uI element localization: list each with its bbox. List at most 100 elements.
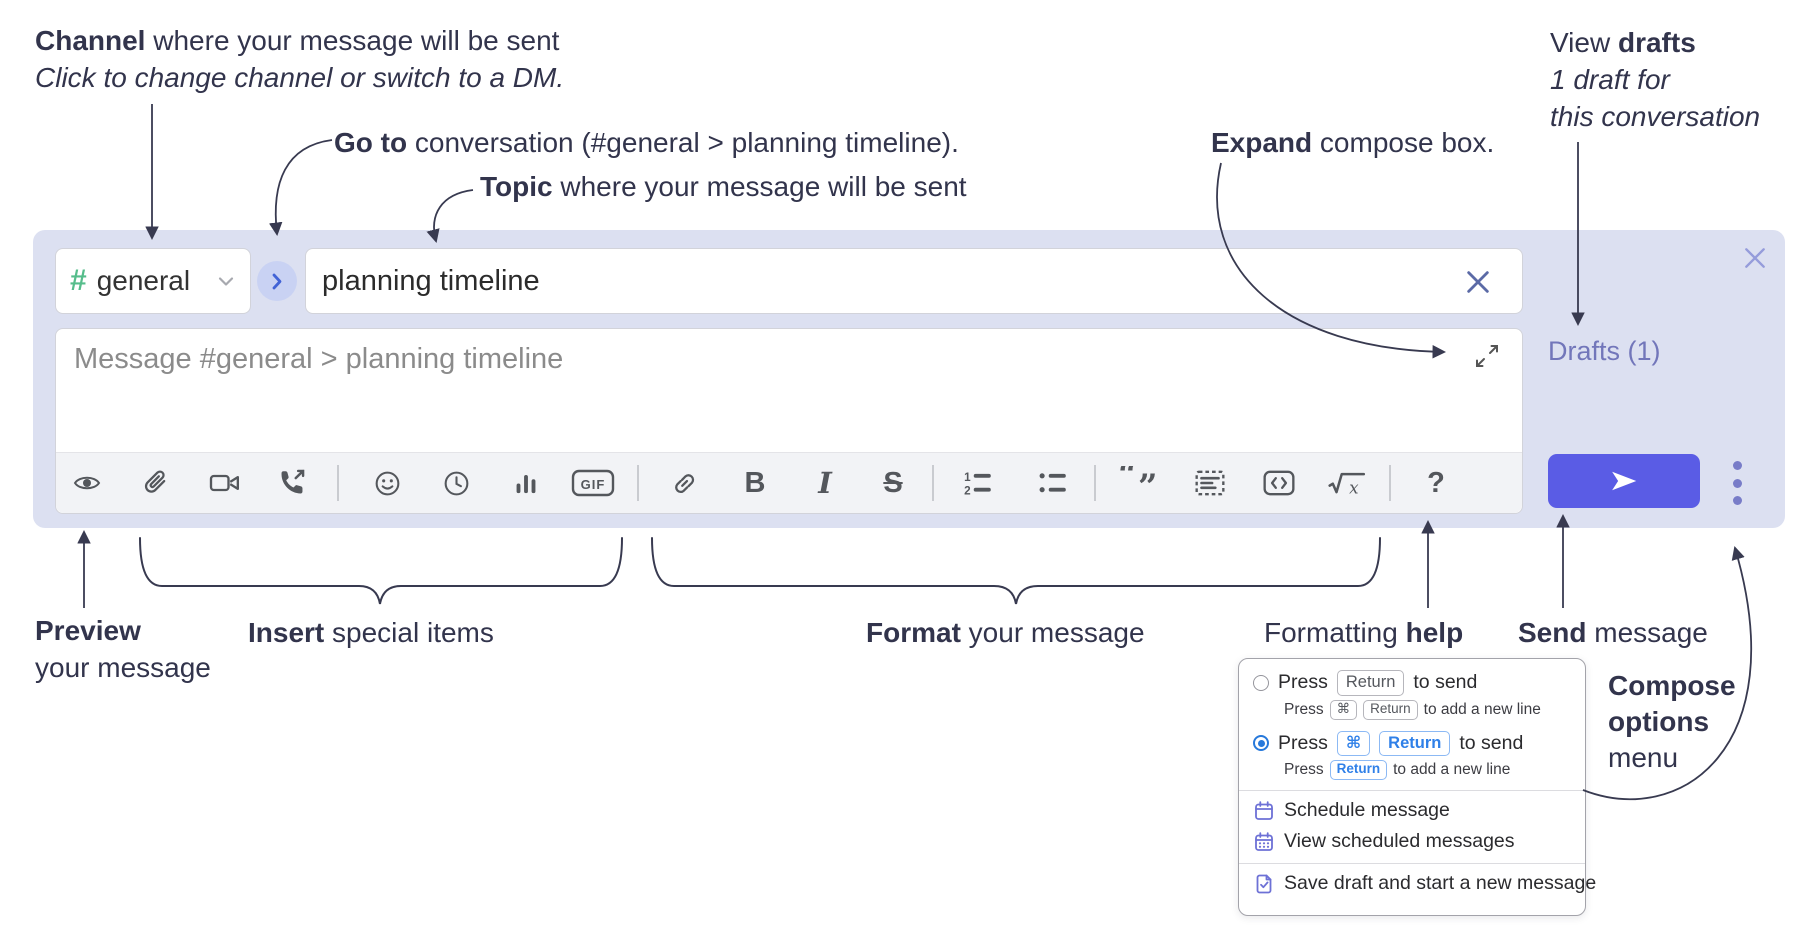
send-option-cmd-return[interactable]: Press ⌘ Return to send <box>1239 730 1585 757</box>
drafts-link[interactable]: Drafts (1) <box>1548 336 1661 366</box>
chevron-right-icon <box>272 273 282 289</box>
goto-arrow <box>268 139 333 237</box>
preview-annotation: Preview your message <box>35 612 211 686</box>
svg-text:x: x <box>1349 478 1359 498</box>
emoji-button[interactable] <box>370 466 404 500</box>
schedule-message-item[interactable]: Schedule message <box>1239 799 1585 822</box>
attach-file-button[interactable] <box>138 466 172 500</box>
go-to-conversation-button[interactable] <box>257 261 297 301</box>
drafts-annotation-line3: this conversation <box>1550 101 1761 132</box>
gif-icon: GIF <box>571 469 615 497</box>
return-key-chip-blue: Return <box>1379 730 1451 757</box>
clock-icon <box>444 471 468 495</box>
send-option-return-sub: Press ⌘ Return to add a new line <box>1239 699 1585 720</box>
question-glyph: ? <box>1427 466 1445 499</box>
channel-annotation: Channel where your message will be sent … <box>35 22 564 96</box>
radio-selected[interactable] <box>1253 735 1269 752</box>
radio-unselected[interactable] <box>1253 674 1269 691</box>
svg-text:1: 1 <box>964 471 971 484</box>
topic-input[interactable]: planning timeline <box>305 248 1523 314</box>
option2-sub-press: Press <box>1284 761 1324 779</box>
strikethrough-glyph: S <box>883 466 903 499</box>
topic-annotation-bold: Topic <box>480 171 553 202</box>
video-call-button[interactable] <box>208 466 242 500</box>
preview-button[interactable] <box>70 466 104 500</box>
send-annotation-bold: Send <box>1518 617 1587 648</box>
clear-topic-icon[interactable] <box>1464 268 1492 296</box>
help-annotation-pre: Formatting <box>1264 617 1406 648</box>
strikethrough-button[interactable]: S <box>876 466 910 500</box>
bulleted-list-button[interactable] <box>1036 466 1070 500</box>
draft-check-icon <box>1256 874 1272 893</box>
format-annotation: Format your message <box>866 614 1145 651</box>
toolbar-divider <box>337 465 339 501</box>
code-button[interactable] <box>1262 466 1296 500</box>
send-button[interactable] <box>1548 454 1700 508</box>
svg-text:“: “ <box>1118 466 1138 495</box>
schedule-message-label: Schedule message <box>1284 799 1450 821</box>
compose-options-annotation: Compose options menu <box>1608 668 1736 776</box>
drafts-annotation-bold: drafts <box>1617 27 1696 58</box>
phone-call-icon <box>281 469 305 494</box>
bar-chart-icon <box>516 474 536 494</box>
chevron-down-icon <box>218 277 234 286</box>
save-draft-item[interactable]: Save draft and start a new message <box>1239 872 1596 895</box>
option1-suffix: to send <box>1413 671 1478 694</box>
eye-icon <box>73 476 101 490</box>
compose-options-annotation-l1: Compose <box>1608 670 1736 701</box>
numbered-list-icon: 12 <box>964 471 991 498</box>
send-annotation: Send message <box>1518 614 1708 651</box>
calendar-icon <box>1255 800 1273 820</box>
goto-annotation-bold: Go to <box>334 127 408 158</box>
channel-name: general <box>96 265 191 296</box>
channel-hash-icon: # <box>70 264 87 297</box>
help-annotation-bold: help <box>1405 617 1464 648</box>
spoiler-icon <box>1195 470 1225 496</box>
gif-button[interactable]: GIF <box>570 466 616 500</box>
compose-options-annotation-l2: options <box>1608 706 1710 737</box>
format-annotation-bold: Format <box>866 617 961 648</box>
goto-annotation-rest: conversation (#general > planning timeli… <box>407 127 959 158</box>
quote-button[interactable]: “” <box>1116 466 1160 500</box>
send-option-return[interactable]: Press Return to send <box>1239 670 1585 696</box>
channel-selector[interactable]: # general <box>55 248 251 314</box>
compose-options-button[interactable] <box>1723 461 1751 505</box>
drafts-annotation-line2: 1 draft for <box>1550 64 1670 95</box>
bulleted-list-icon <box>1039 473 1066 493</box>
voice-call-button[interactable] <box>275 466 309 500</box>
svg-text:”: ” <box>1138 467 1158 500</box>
italic-glyph: I <box>818 466 832 500</box>
expand-compose-icon[interactable] <box>1474 343 1500 369</box>
expand-annotation-bold: Expand <box>1211 127 1313 158</box>
formatting-help-button[interactable]: ? <box>1419 466 1453 500</box>
toolbar-divider <box>932 465 934 501</box>
time-button[interactable] <box>439 466 473 500</box>
spoiler-button[interactable] <box>1193 466 1227 500</box>
italic-button[interactable]: I <box>808 466 842 500</box>
poll-button[interactable] <box>509 466 543 500</box>
topic-annotation: Topic where your message will be sent <box>480 168 967 205</box>
close-compose-icon[interactable] <box>1742 245 1768 271</box>
topic-annotation-rest: where your message will be sent <box>552 171 967 202</box>
message-area[interactable]: Message #general > planning timeline <box>55 328 1523 514</box>
message-placeholder: Message #general > planning timeline <box>74 343 564 375</box>
cmd-key-chip: ⌘ <box>1329 699 1358 720</box>
link-button[interactable] <box>667 466 701 500</box>
bold-glyph: B <box>744 466 766 499</box>
send-icon <box>1612 471 1637 491</box>
math-button[interactable]: x <box>1326 466 1368 500</box>
save-draft-label: Save draft and start a new message <box>1284 872 1597 894</box>
option2-sub-suffix: to add a new line <box>1393 761 1511 779</box>
link-icon <box>674 473 694 493</box>
menu-divider <box>1239 863 1585 864</box>
cmd-key-chip-blue: ⌘ <box>1336 730 1371 757</box>
channel-annotation-bold: Channel <box>35 25 146 56</box>
topic-value: planning timeline <box>322 264 540 297</box>
compose-box: # general planning timeline Message #gen… <box>33 230 1785 528</box>
bold-button[interactable]: B <box>738 466 772 500</box>
math-icon: x <box>1328 472 1366 498</box>
view-scheduled-item[interactable]: View scheduled messages <box>1239 830 1585 853</box>
code-icon <box>1263 470 1295 496</box>
